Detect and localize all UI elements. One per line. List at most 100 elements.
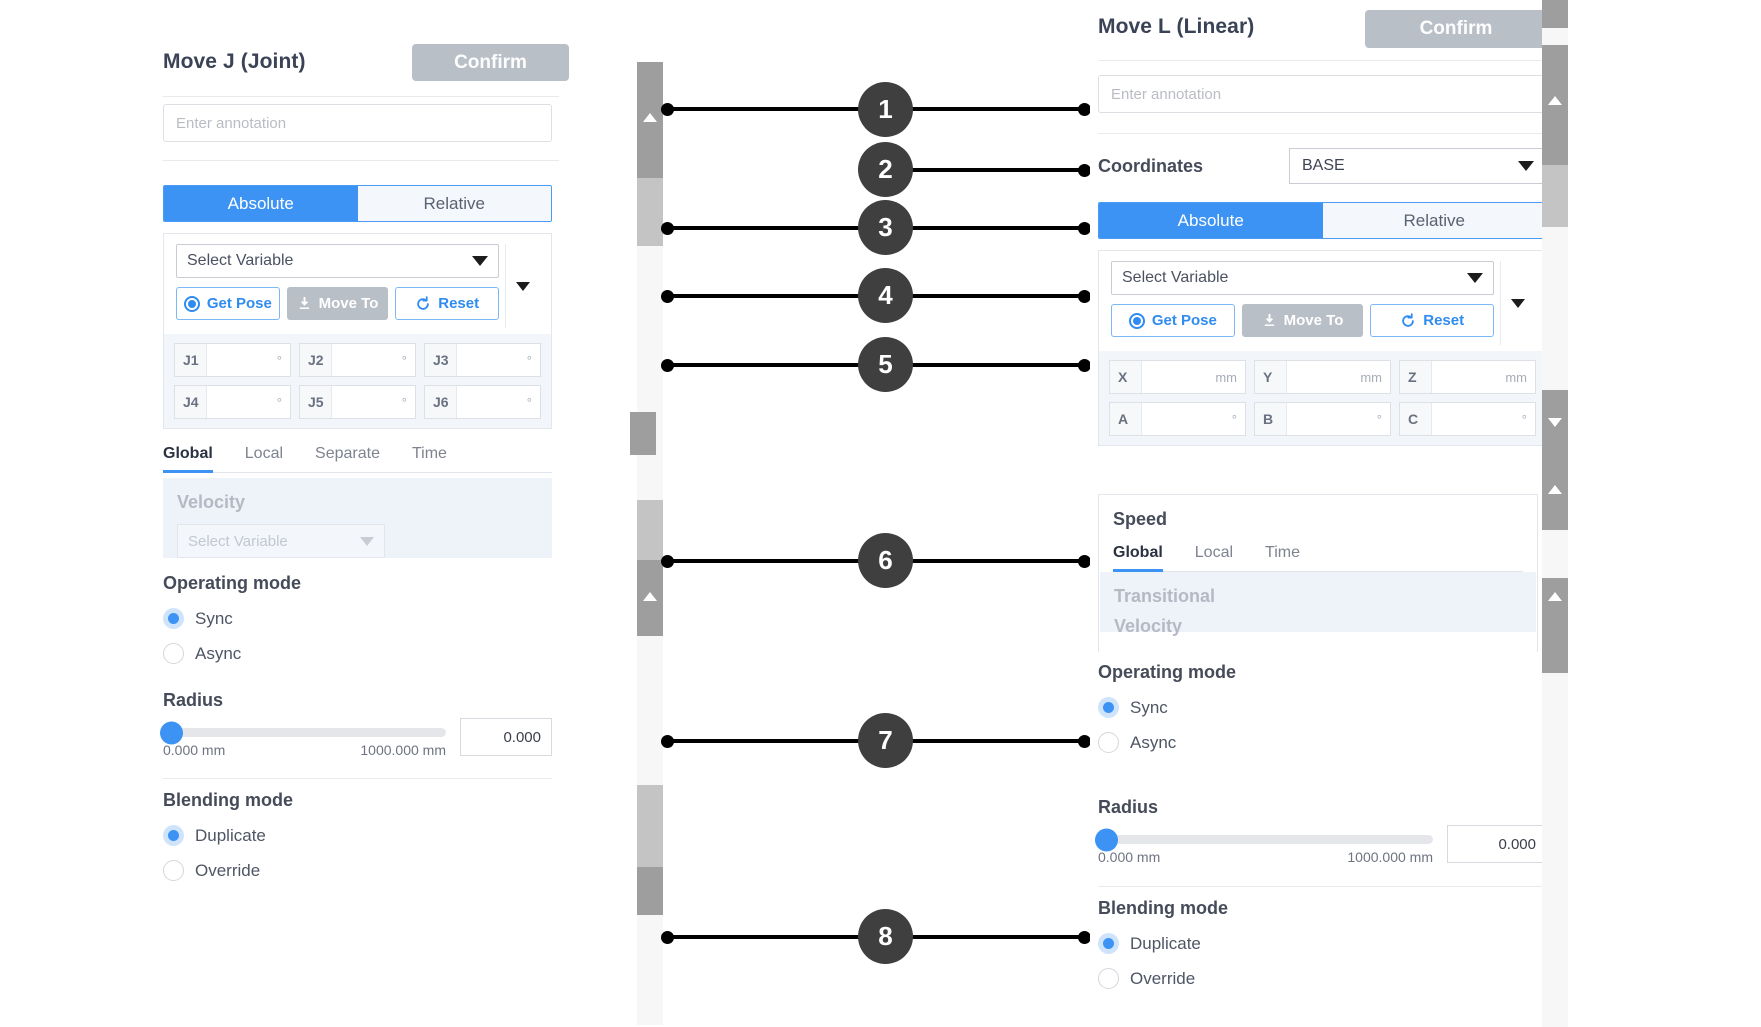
callout-dot (1078, 555, 1091, 568)
joint-field-j3[interactable]: J3 ° (424, 343, 541, 377)
radio-override[interactable]: Override (163, 860, 293, 881)
move-l-reset-button[interactable]: Reset (1370, 304, 1495, 337)
chevron-down-icon (360, 536, 374, 546)
radio-selected-icon (163, 608, 184, 629)
scrollbar-thumb[interactable] (637, 500, 663, 560)
tab-time[interactable]: Time (1265, 544, 1300, 561)
move-l-coordinates-select[interactable]: BASE (1289, 148, 1547, 184)
move-l-get-pose-button[interactable]: Get Pose (1111, 304, 1235, 337)
joint-field-j6[interactable]: J6 ° (424, 385, 541, 419)
tab-relative[interactable]: Relative (357, 186, 551, 221)
radio-async[interactable]: Async (1098, 732, 1236, 753)
joint-field-j2[interactable]: J2 ° (299, 343, 416, 377)
move-j-radius-slider[interactable] (160, 721, 446, 744)
joint-field-j4[interactable]: J4 ° (174, 385, 291, 419)
tab-separate[interactable]: Separate (315, 445, 380, 462)
scrollbar-thumb[interactable] (637, 62, 663, 182)
radio-async[interactable]: Async (163, 643, 301, 664)
radio-sync[interactable]: Sync (163, 608, 301, 629)
radio-unselected-icon (163, 860, 184, 881)
scrollbar-thumb[interactable] (1542, 45, 1568, 165)
tab-relative[interactable]: Relative (1322, 203, 1546, 238)
move-j-variable-select[interactable]: Select Variable (176, 244, 499, 278)
move-l-variable-select[interactable]: Select Variable (1111, 261, 1494, 295)
radius-range-labels: 0.000 mm 1000.000 mm (1098, 849, 1433, 865)
move-j-velocity-select[interactable]: Select Variable (177, 524, 385, 558)
pose-field-z[interactable]: Z mm (1399, 360, 1536, 394)
pose-label: Z (1400, 361, 1432, 393)
scrollbar-thumb[interactable] (637, 867, 663, 915)
tab-global[interactable]: Global (1113, 544, 1163, 572)
move-l-confirm-button[interactable]: Confirm (1365, 10, 1547, 48)
move-j-mode-tabs[interactable]: Absolute Relative (163, 185, 552, 222)
tab-local[interactable]: Local (244, 445, 284, 462)
move-l-radius-input[interactable]: 0.000 (1447, 825, 1547, 863)
callout-number-7: 7 (858, 713, 913, 768)
callout-line (665, 226, 870, 230)
callout-dot (661, 555, 674, 568)
callout-line (890, 168, 1086, 172)
move-l-speed-tabs[interactable]: Global Local Time (1113, 544, 1523, 572)
radio-override[interactable]: Override (1098, 968, 1228, 989)
pose-unit: ° (1521, 411, 1527, 427)
pose-field-x[interactable]: X mm (1109, 360, 1246, 394)
tab-absolute[interactable]: Absolute (164, 186, 358, 221)
slider-handle[interactable] (1095, 828, 1118, 851)
move-l-radius-slider[interactable] (1095, 828, 1433, 851)
radius-heading: Radius (1098, 797, 1159, 817)
move-j-annotation-input[interactable] (163, 104, 552, 142)
joint-field-j5[interactable]: J5 ° (299, 385, 416, 419)
tab-absolute[interactable]: Absolute (1099, 203, 1323, 238)
callout-line (890, 559, 1086, 563)
move-l-annotation-input[interactable] (1098, 75, 1547, 113)
move-j-radius-input[interactable]: 0.000 (460, 718, 552, 756)
expand-more-icon[interactable] (515, 281, 530, 291)
move-j-move-to-button[interactable]: Move To (286, 287, 389, 320)
scroll-up-icon[interactable] (643, 592, 657, 601)
move-j-reset-button[interactable]: Reset (395, 287, 500, 320)
scroll-down-icon[interactable] (1548, 418, 1562, 427)
move-j-speed-tabs[interactable]: Global Local Separate Time (163, 445, 552, 473)
radio-duplicate[interactable]: Duplicate (1098, 933, 1228, 954)
callout-dot (661, 359, 674, 372)
joint-label: J3 (425, 344, 457, 376)
move-j-confirm-button[interactable]: Confirm (412, 44, 569, 81)
get-pose-label: Get Pose (206, 295, 272, 312)
operating-mode-heading: Operating mode (163, 573, 302, 593)
scroll-up-icon[interactable] (1548, 485, 1562, 494)
scrollbar-thumb[interactable] (1542, 165, 1568, 227)
pose-field-a[interactable]: A ° (1109, 402, 1246, 436)
radio-label: Override (195, 860, 261, 880)
tab-global[interactable]: Global (163, 445, 213, 473)
scrollbar-thumb[interactable] (1542, 390, 1568, 530)
pose-field-c[interactable]: C ° (1399, 402, 1536, 436)
scrollbar-thumb[interactable] (630, 412, 656, 455)
scroll-up-icon[interactable] (1548, 592, 1562, 601)
pose-field-b[interactable]: B ° (1254, 402, 1391, 436)
scrollbar-thumb[interactable] (637, 785, 663, 867)
page-scrollbar-thumb[interactable] (1542, 0, 1568, 28)
joint-field-j1[interactable]: J1 ° (174, 343, 291, 377)
target-icon (183, 295, 200, 312)
joint-row: J4 ° J5 ° J6 ° (174, 385, 541, 419)
tab-time[interactable]: Time (411, 445, 447, 462)
pose-field-y[interactable]: Y mm (1254, 360, 1391, 394)
variable-select-value: Select Variable (1122, 269, 1229, 286)
scroll-up-icon[interactable] (643, 113, 657, 122)
expand-more-icon[interactable] (1510, 298, 1525, 308)
radio-sync[interactable]: Sync (1098, 697, 1236, 718)
callout-dot (1078, 290, 1091, 303)
move-j-velocity-section: Velocity Select Variable (163, 478, 552, 558)
radio-duplicate[interactable]: Duplicate (163, 825, 293, 846)
move-l-mode-tabs[interactable]: Absolute Relative (1098, 202, 1547, 239)
tab-local[interactable]: Local (1194, 544, 1234, 561)
callout-dot (1078, 735, 1091, 748)
scroll-up-icon[interactable] (1548, 96, 1562, 105)
slider-handle[interactable] (160, 721, 183, 744)
callout-dot (661, 735, 674, 748)
move-l-move-to-button[interactable]: Move To (1241, 304, 1364, 337)
coordinates-value: BASE (1302, 157, 1345, 174)
move-j-get-pose-button[interactable]: Get Pose (176, 287, 280, 320)
joint-unit: ° (276, 352, 282, 368)
scrollbar-thumb[interactable] (637, 178, 663, 246)
